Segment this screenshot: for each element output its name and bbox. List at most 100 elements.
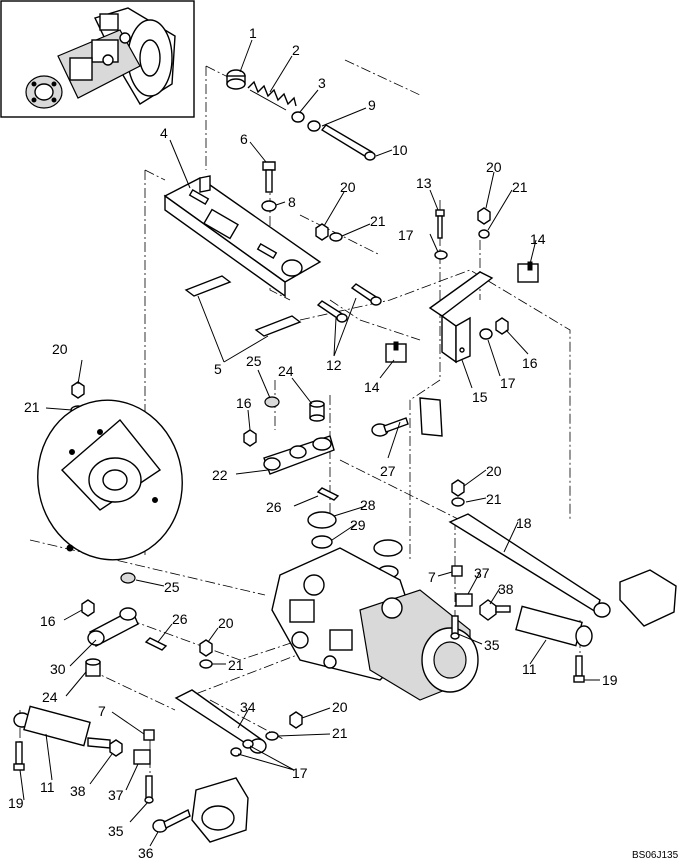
part-bolt-36 (152, 809, 191, 833)
part-arm-22 (263, 435, 335, 475)
part-arm-30 (87, 607, 139, 647)
part-washer-8 (261, 200, 277, 212)
part-block-5b (254, 315, 302, 337)
part-bolt-27 (371, 417, 409, 437)
callout-37b: 37 (108, 787, 124, 803)
part-oring-28b (373, 539, 403, 557)
callout-7b: 7 (98, 703, 106, 719)
callout-35b: 35 (108, 823, 124, 839)
callout-1: 1 (249, 25, 257, 41)
part-nut-16c (81, 599, 95, 617)
part-bolt-35b (144, 775, 154, 804)
part-nut-20f (289, 711, 303, 729)
callout-numbers: 1 2 3 9 10 4 6 8 20 21 13 20 21 17 14 5 … (8, 25, 618, 861)
callout-19b: 19 (8, 795, 24, 811)
callout-17c: 17 (292, 765, 308, 781)
part-washer-21e (199, 659, 213, 669)
callout-16a: 16 (522, 355, 538, 371)
part-spacer-24a (309, 400, 325, 422)
callout-16b: 16 (236, 395, 252, 411)
callout-14b: 14 (364, 379, 380, 395)
callout-25b: 25 (164, 579, 180, 595)
part-spacer-7a (451, 565, 463, 577)
part-nut-20c (71, 381, 85, 399)
callout-30: 30 (50, 661, 66, 677)
part-bracket-4 (163, 175, 322, 298)
part-washer-21b (478, 229, 490, 239)
callout-20c: 20 (52, 341, 68, 357)
part-bolt-35a (450, 615, 460, 640)
callout-10: 10 (392, 142, 408, 158)
callout-7a: 7 (428, 569, 436, 585)
part-clip-14b (385, 341, 407, 363)
part-washer-17b (479, 328, 493, 340)
callout-3: 3 (318, 75, 326, 91)
callout-4: 4 (160, 125, 168, 141)
part-bolt-12a (350, 283, 382, 306)
part-nut-20b (477, 207, 491, 225)
part-bushing-25b (120, 572, 136, 584)
inset-pump-assembly (25, 7, 176, 109)
part-oring-28 (307, 511, 337, 529)
part-washer-3 (291, 111, 305, 123)
part-washer-21f (265, 731, 279, 741)
callout-21d: 21 (486, 491, 502, 507)
part-spacer-24b (85, 658, 101, 677)
callout-21c: 21 (24, 399, 40, 415)
callout-24a: 24 (278, 363, 294, 379)
part-bushing-1 (226, 69, 246, 90)
part-spring-2 (247, 80, 297, 111)
part-nut-20d (451, 479, 465, 497)
part-washer-29 (311, 535, 333, 549)
callout-17b: 17 (500, 375, 516, 391)
callout-38b: 38 (70, 783, 86, 799)
callout-27: 27 (380, 463, 396, 479)
callout-9: 9 (368, 97, 376, 113)
part-bolt-26a (316, 487, 340, 501)
part-plate-near-27 (419, 397, 443, 437)
callout-5: 5 (214, 361, 222, 377)
locator-inset (0, 0, 195, 118)
callout-26b: 26 (172, 611, 188, 627)
callout-20d: 20 (486, 463, 502, 479)
callout-12: 12 (326, 357, 342, 373)
part-cylinder-11a (515, 605, 593, 647)
callout-8: 8 (288, 194, 296, 210)
callout-28: 28 (360, 497, 376, 513)
callout-22: 22 (212, 467, 228, 483)
callout-16c: 16 (40, 613, 56, 629)
part-nut-20a (315, 223, 329, 241)
callout-20e: 20 (218, 615, 234, 631)
callout-24b: 24 (42, 689, 58, 705)
part-bracket-15 (428, 271, 494, 364)
callout-29: 29 (350, 517, 366, 533)
part-washer-9 (307, 120, 321, 132)
callout-26a: 26 (266, 499, 282, 515)
part-nut-20e (199, 639, 213, 657)
part-control-rod-18 (448, 513, 677, 627)
part-block-37a (455, 593, 473, 607)
part-bolt-13 (435, 209, 445, 239)
part-pedal-lower (191, 777, 249, 843)
callout-18: 18 (516, 515, 532, 531)
part-washer-17a (434, 250, 448, 260)
callout-15: 15 (472, 389, 488, 405)
part-control-rod-34 (174, 689, 267, 754)
callout-19a: 19 (602, 672, 618, 688)
part-drive-plate (37, 399, 183, 561)
callout-13: 13 (416, 175, 432, 191)
part-cylinder-11b (13, 705, 111, 749)
callout-35a: 35 (484, 637, 500, 653)
part-bolt-38b (109, 739, 123, 757)
callout-25a: 25 (246, 353, 262, 369)
callout-17a: 17 (398, 227, 414, 243)
part-bolt-19a (573, 655, 585, 683)
callout-21e: 21 (228, 657, 244, 673)
callout-14a: 14 (530, 231, 546, 247)
callout-11a: 11 (522, 661, 537, 677)
part-pin-10 (320, 124, 376, 161)
callout-21f: 21 (332, 725, 348, 741)
part-nut-16b (243, 429, 257, 447)
part-bolt-19b (13, 741, 25, 771)
